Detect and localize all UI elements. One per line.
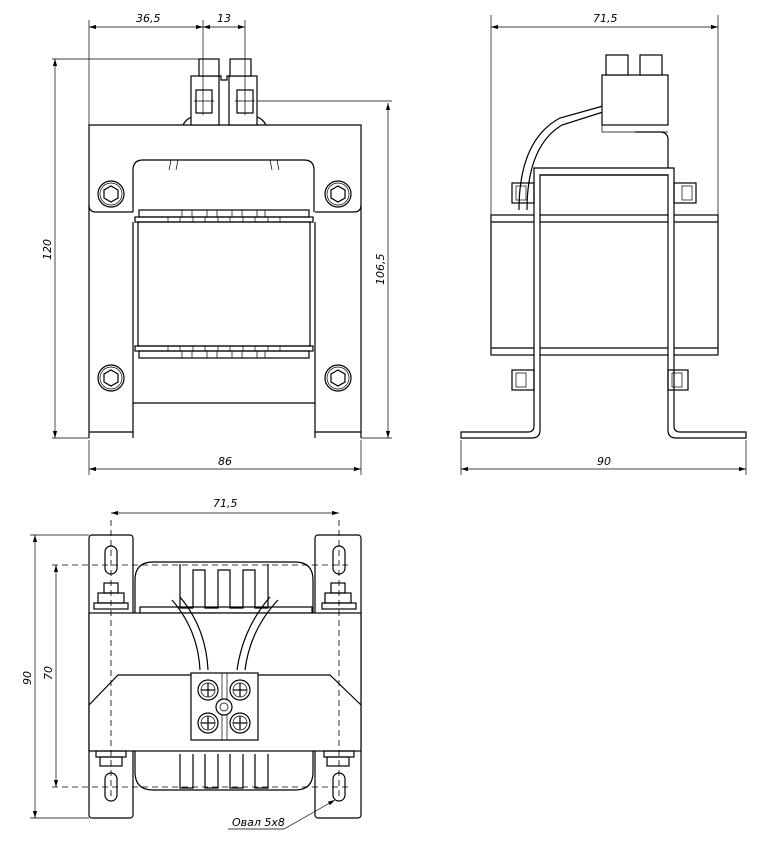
dim-71-5-top: 71,5 [213,497,238,510]
side-view: 71,5 90 [460,12,747,475]
dim-36-5: 36,5 [136,12,161,25]
terminal-block-side [601,74,669,126]
coil-side [490,214,719,356]
top-view: 71,5 90 70 Овал 5х8 [21,497,362,830]
dim-90-top: 90 [21,671,34,685]
bolt-icon [97,364,125,392]
dim-90: 90 [597,455,611,468]
dim-13: 13 [217,12,231,25]
bolt-icon [324,364,352,392]
coil-flange-bottom [138,350,310,359]
hole-callout: Овал 5х8 [232,816,285,829]
dim-106-5: 106,5 [374,254,387,286]
dim-70: 70 [42,666,55,680]
screw-icon [197,679,219,701]
bolt-icon [324,180,352,208]
bolt-icon [97,180,125,208]
leader-line [228,799,336,830]
screw-icon [229,679,251,701]
screw-icon [229,712,251,734]
screw-icon [197,712,219,734]
side-bolts [511,182,697,391]
front-view: 36,5 13 120 106,5 86 [41,12,392,475]
coil [137,221,311,347]
dim-71-5: 71,5 [593,12,618,25]
dim-120: 120 [41,239,54,260]
terminal-block-front [182,58,267,126]
dim-86: 86 [218,455,232,468]
coil-flange-top [138,209,310,218]
